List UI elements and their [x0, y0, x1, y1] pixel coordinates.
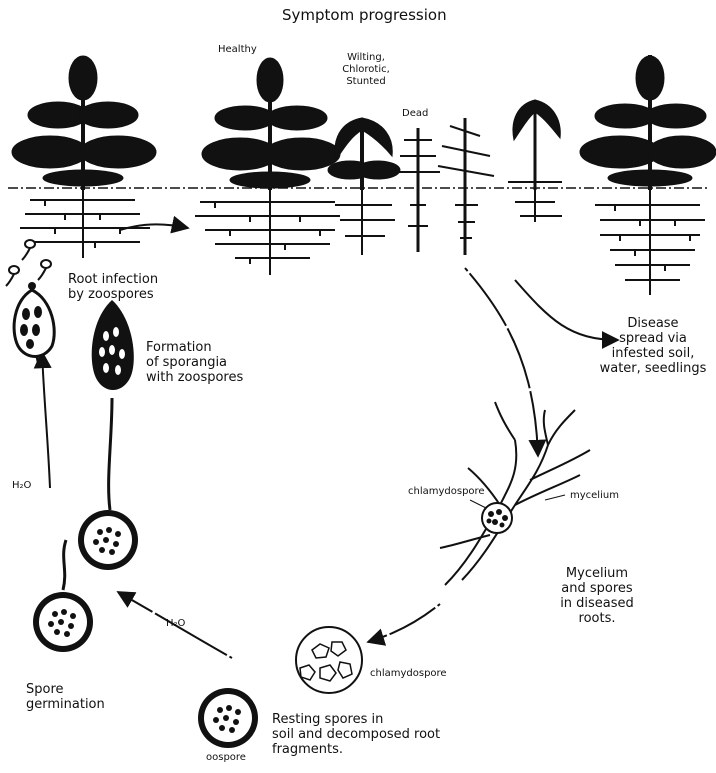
label-oospore: oospore [206, 752, 246, 764]
label-water-left: H₂O [12, 480, 31, 492]
label-water-center: H₂O [166, 618, 185, 630]
label-healthy: Healthy [218, 44, 257, 56]
diagram-title: Symptom progression [282, 8, 447, 23]
label-wilting: Wilting, Chlorotic, Stunted [336, 52, 396, 88]
tree-dead-2 [438, 118, 494, 255]
roots-tree-2 [195, 190, 340, 275]
label-spore-germination: Spore germination [26, 682, 105, 712]
sporangium-releasing-zoospores [14, 282, 54, 362]
mycelium-leader [545, 495, 565, 500]
arrow-germination-up [42, 352, 50, 488]
roots-tree-7 [595, 190, 705, 295]
label-disease-spread: Disease spread via infested soil, water,… [592, 316, 714, 376]
zoospores [6, 240, 51, 286]
roots-tree-6 [515, 190, 562, 222]
tree-dead-1 [398, 128, 440, 252]
label-chlamydospore-roots: chlamydospore [408, 486, 485, 498]
label-chlamydospore-soil: chlamydospore [370, 668, 447, 680]
label-root-infection: Root infection by zoospores [68, 272, 158, 302]
arrow-infection-to-tree [120, 224, 188, 230]
chlamydospore-in-root [482, 503, 512, 533]
oospore [198, 688, 258, 748]
chlamydospore-leader [470, 500, 486, 508]
spore-with-sporangium [78, 300, 138, 570]
chlamydospore-in-soil [296, 627, 362, 693]
label-mycelium: mycelium [570, 490, 619, 502]
roots-tree-3 [335, 190, 395, 255]
label-mycelium-spores: Mycelium and spores in diseased roots. [542, 566, 652, 626]
roots-tree-1 [20, 190, 150, 258]
arrow-mycelium-to-resting [368, 604, 440, 642]
tree-dead-3 [508, 100, 562, 190]
label-dead: Dead [402, 108, 428, 120]
label-sporangia-formation: Formation of sporangia with zoospores [146, 340, 243, 385]
tree-wilting [328, 118, 400, 190]
arrow-roots-to-mycelium [465, 268, 538, 456]
tree-healthy-2 [202, 58, 340, 190]
tree-healthy-1 [12, 56, 156, 190]
tree-healthy-3 [580, 55, 716, 190]
label-resting-spores: Resting spores in soil and decomposed ro… [272, 712, 440, 757]
